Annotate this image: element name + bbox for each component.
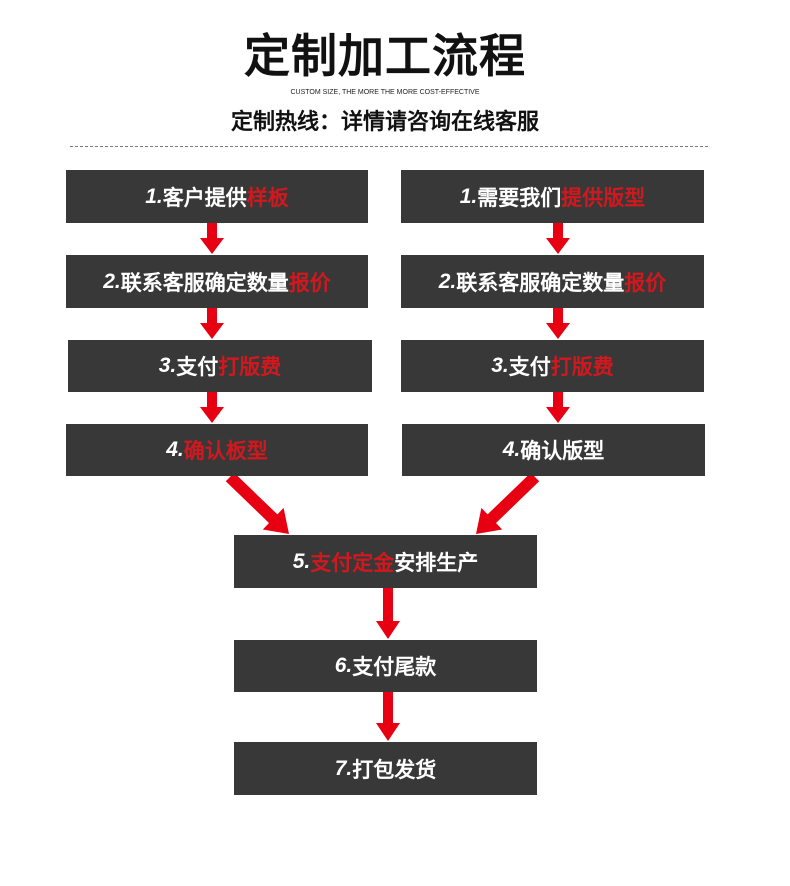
step-highlight: 打版费 <box>218 356 282 379</box>
step-text: 需要我们 <box>477 186 562 210</box>
step-box-7: 7.打包发货 <box>234 742 537 795</box>
step-text: 支付 <box>508 356 551 379</box>
hotline-text: 定制热线：详情请咨询在线客服 <box>230 109 539 134</box>
down-arrow-icon <box>200 223 224 254</box>
step-number: 2. <box>103 269 121 293</box>
down-arrow-icon <box>200 308 224 339</box>
down-arrow-icon <box>376 588 400 639</box>
down-arrow-icon <box>546 308 570 339</box>
step-number: 1. <box>459 184 478 208</box>
page-subtitle: CUSTOM SIZE, THE MORE THE MORE COST-EFFE… <box>290 89 480 96</box>
step-number: 4. <box>502 438 521 461</box>
step-number: 1. <box>145 184 163 208</box>
down-arrow-icon <box>200 392 224 423</box>
down-arrow-icon <box>376 692 400 741</box>
step-text: 联系客服确定数量 <box>456 271 625 295</box>
step-number: 7. <box>334 756 353 780</box>
step-box-6: 6.支付尾款 <box>234 640 537 692</box>
step-box-left-4: 4.确认板型 <box>66 424 368 476</box>
step-box-right-2: 2.联系客服确定数量报价 <box>401 255 704 308</box>
step-box-right-3: 3.支付打版费 <box>401 340 704 392</box>
step-number: 5. <box>292 549 311 573</box>
step-box-5: 5.支付定金安排生产 <box>234 535 537 588</box>
step-highlight: 支付定金 <box>310 551 395 575</box>
step-number: 6. <box>334 654 353 677</box>
dashed-divider <box>70 146 708 147</box>
step-box-right-1: 1.需要我们提供版型 <box>401 170 704 223</box>
step-box-right-4: 4.确认版型 <box>402 424 705 476</box>
step-text: 确认版型 <box>520 440 605 463</box>
step-highlight: 打版费 <box>550 356 614 379</box>
step-text: 支付 <box>176 356 219 379</box>
step-number: 4. <box>166 438 184 461</box>
merge-arrow-right-icon <box>476 472 540 534</box>
step-highlight: 报价 <box>288 271 331 295</box>
step-highlight: 样板 <box>246 186 289 210</box>
down-arrow-icon <box>546 223 570 254</box>
step-highlight: 提供版型 <box>561 186 646 210</box>
step-text: 支付尾款 <box>352 656 437 679</box>
page-title: 定制加工流程 <box>244 30 526 82</box>
step-text: 联系客服确定数量 <box>120 271 289 295</box>
step-box-left-1: 1.客户提供样板 <box>66 170 368 223</box>
step-highlight: 报价 <box>624 271 667 295</box>
step-number: 3. <box>158 354 177 377</box>
step-box-left-2: 2.联系客服确定数量报价 <box>66 255 368 308</box>
step-text: 打包发货 <box>352 758 437 782</box>
merge-arrow-left-icon <box>225 472 289 534</box>
down-arrow-icon <box>546 392 570 423</box>
step-number: 3. <box>491 354 509 377</box>
step-text: 安排生产 <box>394 551 479 575</box>
step-number: 2. <box>438 269 457 293</box>
step-text: 客户提供 <box>162 186 247 210</box>
step-highlight: 确认板型 <box>183 440 268 463</box>
step-box-left-3: 3.支付打版费 <box>68 340 372 392</box>
